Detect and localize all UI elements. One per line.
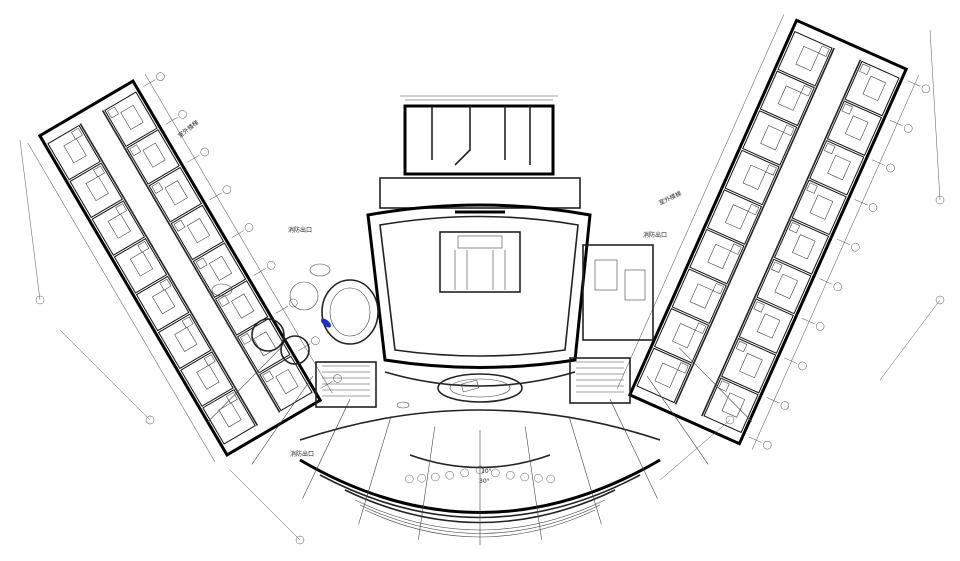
guest-room: [689, 228, 745, 285]
guest-room: [192, 242, 247, 298]
guest-room: [214, 280, 269, 336]
entrance-forecourt: 10° 30°: [207, 347, 753, 545]
guest-room: [724, 149, 780, 206]
right-lounge: [569, 244, 654, 404]
guest-room: [721, 337, 777, 394]
guest-room: [756, 258, 812, 315]
guest-room: [148, 166, 203, 223]
guest-room: [91, 200, 146, 256]
guest-room: [826, 100, 883, 156]
guest-room: [703, 377, 759, 434]
guest-room: [69, 162, 123, 219]
guest-room: [113, 238, 168, 294]
guest-room: [742, 110, 798, 166]
guest-room: [777, 30, 833, 87]
guest-room: [791, 179, 847, 236]
guest-room: [259, 355, 313, 412]
dimension-lines: [19, 29, 945, 545]
guest-room: [104, 91, 158, 148]
fire-exit-label-bottom: 消防出口: [290, 450, 314, 458]
fire-exit-label-left: 消防出口: [288, 226, 312, 234]
left-lobby: [211, 263, 379, 408]
outdoor-stair-label-right: 室外楼梯: [657, 189, 682, 206]
guest-room: [844, 60, 900, 117]
guest-room: [706, 189, 763, 245]
angle-inner-label: 10°: [481, 468, 492, 475]
guest-room: [47, 124, 101, 181]
guest-room: [738, 298, 794, 354]
right-guest-room-wing: [616, 14, 931, 450]
guest-room: [126, 129, 180, 185]
guest-room: [653, 308, 710, 364]
outdoor-stair-label-left: 室外楼梯: [176, 118, 200, 139]
left-guest-room-wing: [27, 72, 342, 463]
guest-room: [671, 268, 727, 325]
guest-room: [636, 347, 692, 404]
guest-room: [809, 139, 865, 196]
angle-outer-label: 30°: [479, 478, 490, 485]
guest-room: [759, 70, 815, 127]
guest-room: [202, 388, 256, 445]
guest-room: [773, 219, 830, 275]
central-banquet-hall: [366, 203, 592, 369]
guest-room: [170, 204, 225, 261]
guest-room: [157, 313, 212, 370]
guest-room: [135, 275, 190, 332]
guest-room: [180, 351, 234, 407]
blue-highlight-marker: [321, 318, 331, 328]
fire-exit-label-right: 消防出口: [643, 231, 667, 239]
central-top-block: [379, 95, 581, 214]
